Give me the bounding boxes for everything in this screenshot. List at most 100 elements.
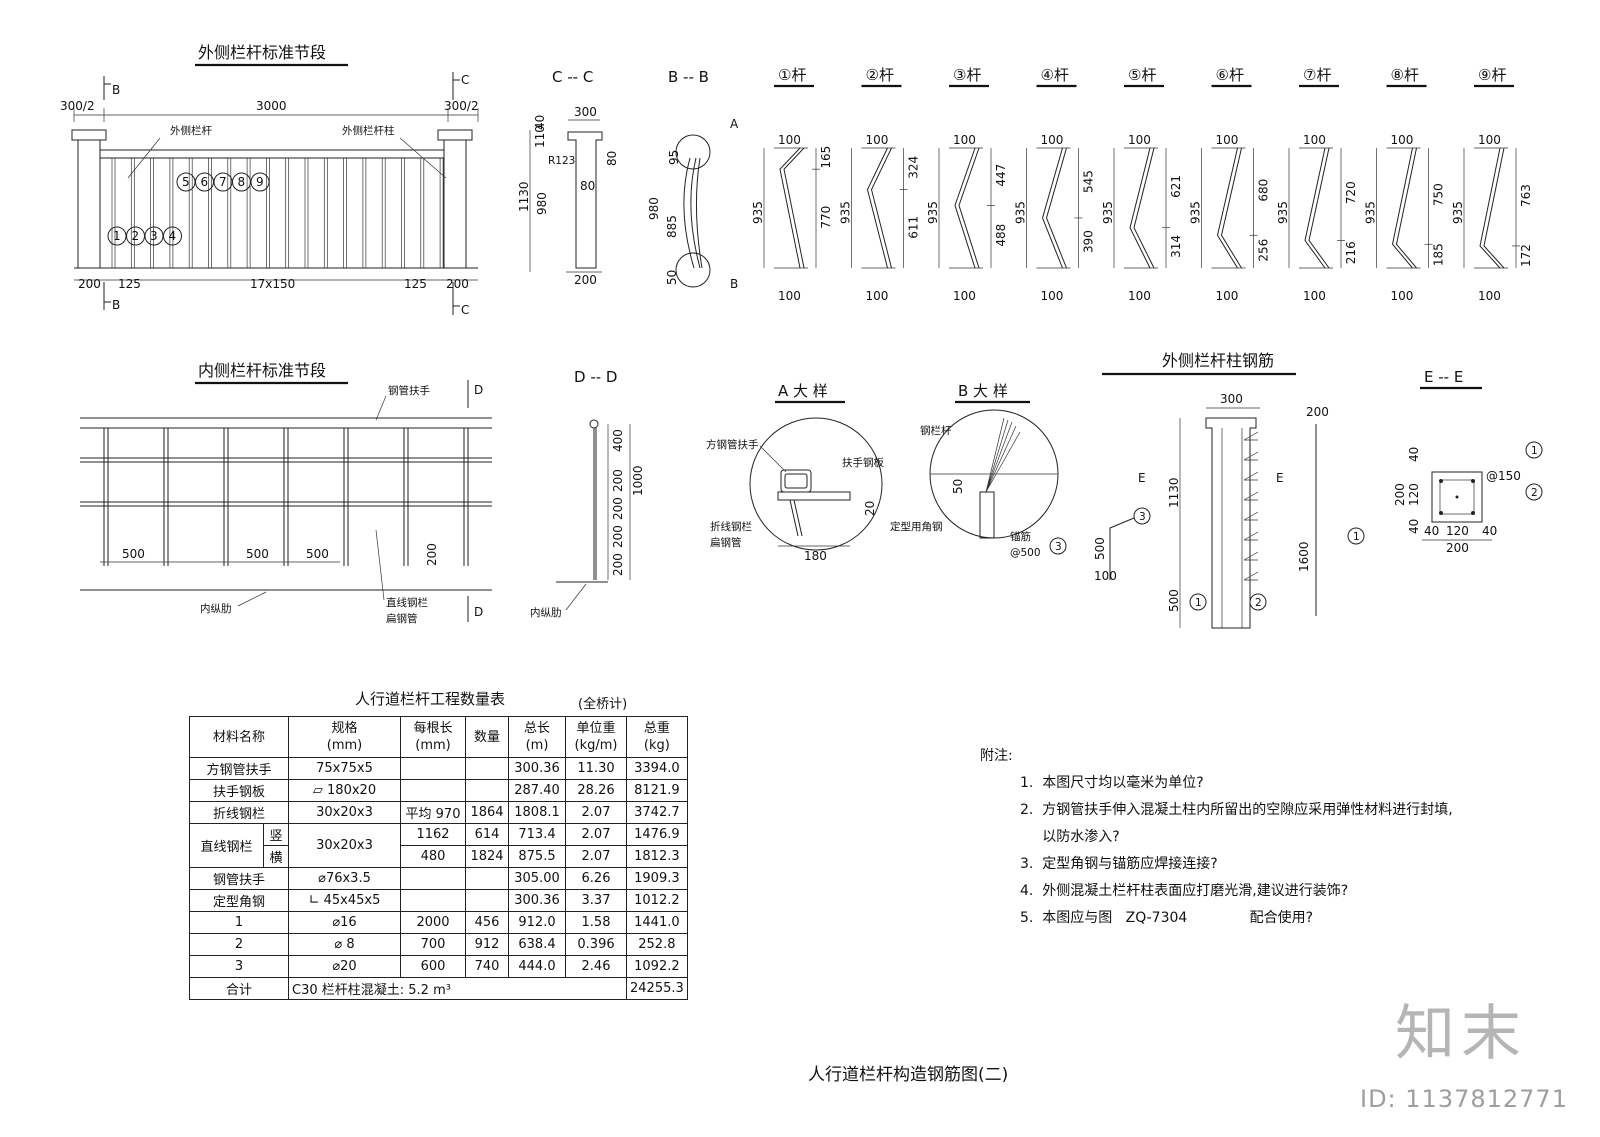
table-cell: 1162 — [400, 823, 466, 846]
bar-dim-b: 390 — [1082, 230, 1096, 253]
bb-mark-b: B — [730, 277, 738, 291]
cc-dim-40: 40 — [533, 115, 547, 130]
dd-dim-400: 400 — [611, 429, 625, 452]
dd-dim-200d: 200 — [611, 553, 625, 576]
dim-bot-2: 17x150 — [250, 277, 295, 291]
det-b-label-2: 定型用角钢 — [890, 520, 943, 533]
table-cell: ⌀76x3.5 — [288, 867, 401, 890]
post-dim-200: 200 — [1306, 405, 1329, 419]
table-header: 每根长 (mm) — [400, 716, 466, 758]
notes-list: 1. 本图尺寸均以毫米为单位?2. 方钢管扶手伸入混凝土柱内所留出的空隙应采用弹… — [980, 770, 1453, 932]
dd-dim-1000: 1000 — [631, 465, 645, 496]
bar-dim-total: 935 — [1364, 201, 1378, 224]
table-header: 材料名称 — [189, 716, 289, 758]
table-cell — [465, 889, 509, 912]
table-cell — [400, 889, 466, 912]
section-ee: E -- E 1 2 @150 40 200 120 40 40 120 40 … — [1393, 368, 1543, 555]
outer-title: 外侧栏杆标准节段 — [198, 43, 326, 62]
note-item: 3. 定型角钢与锚筋应焊接连接? — [1020, 856, 1218, 872]
table-cell: 30x20x3 — [288, 823, 401, 868]
table-cell: 1824 — [465, 845, 509, 868]
dim-top-right: 300/2 — [444, 99, 479, 113]
bar-dim-b: 488 — [994, 224, 1008, 247]
det-b-dim-50: 50 — [951, 479, 965, 494]
table-cell: 1909.3 — [626, 867, 688, 890]
table-cell: 30x20x3 — [288, 801, 401, 824]
bar-title: ②杆 — [866, 66, 894, 84]
table-cell: 28.26 — [565, 779, 627, 802]
title-post-rebar: 外侧栏杆柱钢筋 — [1162, 351, 1274, 370]
det-b-label-4: @500 — [1010, 547, 1041, 559]
table-cell: ∟ 45x45x5 — [288, 889, 401, 912]
table-cell: 305.00 — [508, 867, 566, 890]
table-cell: 252.8 — [626, 933, 688, 956]
bar-dim-total: 935 — [926, 201, 940, 224]
ee-pitch: @150 — [1486, 469, 1521, 483]
table-cell: 300.36 — [508, 757, 566, 780]
ee-dim-40d: 40 — [1482, 524, 1497, 538]
post-stirrup — [1243, 451, 1259, 461]
table-cell: 钢管扶手 — [189, 867, 289, 890]
table-cell: 11.30 — [565, 757, 627, 780]
post-stirrup — [1243, 471, 1259, 481]
table-cell: 444.0 — [508, 955, 566, 978]
mark-b-bot: B — [112, 298, 120, 312]
table-total-note: C30 栏杆柱混凝土: 5.2 m³ — [288, 977, 627, 1000]
note-item: 4. 外侧混凝土栏杆柱表面应打磨光滑,建议进行装饰? — [1020, 883, 1349, 899]
bar-title: ⑤杆 — [1128, 66, 1156, 84]
bar-title: ⑧杆 — [1391, 66, 1419, 84]
post-stirrup — [1243, 551, 1259, 561]
post-dim-1130: 1130 — [1167, 477, 1181, 508]
title-detail-b: B 大 样 — [958, 382, 1008, 400]
bar-dim-b: 314 — [1169, 235, 1183, 258]
dim-bot-1: 125 — [118, 277, 141, 291]
table-cell: ⌀16 — [288, 911, 401, 934]
inner-dim-500a: 500 — [122, 547, 145, 561]
table-cell: 直线钢栏 — [189, 823, 264, 868]
det-a-label-3: 折线钢栏 — [710, 520, 752, 533]
note-item: 以防水渗入? — [1020, 829, 1120, 845]
table-cell: 1476.9 — [626, 823, 688, 846]
cc-dim-980: 980 — [535, 192, 549, 215]
table-cell — [400, 757, 466, 780]
section-bb: B -- B A B 95 980 885 50 — [647, 68, 739, 291]
table-cell: 平均 970 — [400, 801, 466, 824]
table-title: 人行道栏杆工程数量表 — [355, 690, 506, 708]
bar-dim-a: 763 — [1519, 184, 1533, 207]
ee-dim-40a: 40 — [1407, 447, 1421, 462]
bar-dim-a: 324 — [907, 156, 921, 179]
cc-dim-1130: 1130 — [517, 181, 531, 212]
notes-heading: 附注: — [980, 748, 1013, 764]
table-cell: 456 — [465, 911, 509, 934]
bb-mark-a: A — [730, 117, 739, 131]
table-cell: 912 — [465, 933, 509, 956]
title-bb: B -- B — [668, 68, 709, 86]
bar-dim-top: 100 — [866, 133, 889, 147]
dim-bot-3: 125 — [404, 277, 427, 291]
inner-mark-d-bot: D — [474, 605, 483, 619]
bar-dim-bot: 100 — [1041, 289, 1064, 303]
label-outer-rail: 外侧栏杆 — [170, 124, 212, 137]
bar-title: ①杆 — [778, 66, 806, 84]
post-rebar: 外侧栏杆柱钢筋 300 1130 500 E E 1 2 3 500 100 2… — [1093, 351, 1365, 629]
table-cell: 1012.2 — [626, 889, 688, 912]
watermark-id: ID: 1137812771 — [1360, 1085, 1568, 1113]
table-cell: 3742.7 — [626, 801, 688, 824]
note-item: 5. 本图应与图 ZQ-7304 配合使用? — [1020, 910, 1314, 926]
table-cell: 3 — [189, 955, 289, 978]
det-a-dim-180: 180 — [804, 549, 827, 563]
mark-b-top: B — [112, 83, 120, 97]
post-stirrup — [1243, 531, 1259, 541]
table-cell: 638.4 — [508, 933, 566, 956]
table-cell: 2.07 — [565, 823, 627, 846]
label-outer-post: 外侧栏杆柱 — [342, 124, 395, 137]
